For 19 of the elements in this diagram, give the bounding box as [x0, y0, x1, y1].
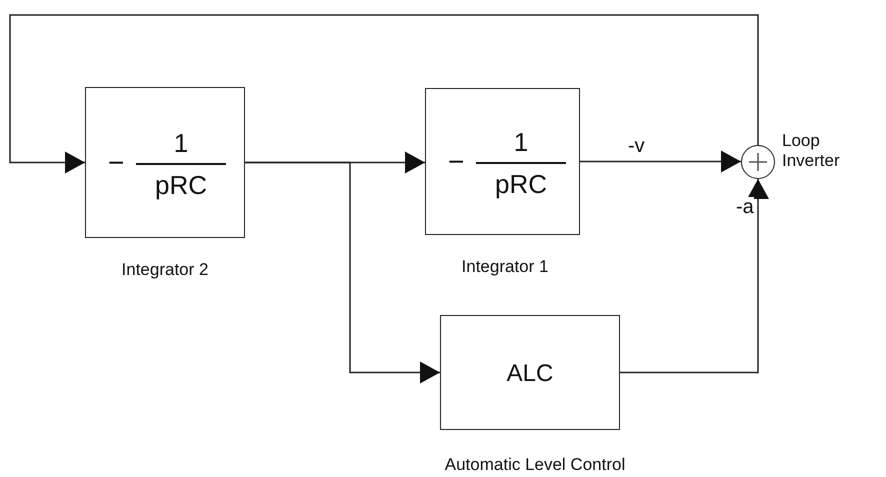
arrow [245, 162, 440, 384]
arrow [9, 14, 759, 174]
numerator: 1 [174, 130, 188, 156]
minus-sign: − [108, 148, 124, 176]
control-box [440, 315, 620, 430]
integrator-box [425, 88, 580, 235]
block-label: ALC [506, 362, 554, 386]
block-caption: Loop Inverter [782, 131, 841, 172]
denominator: pRC [155, 172, 207, 198]
denominator: pRC [495, 170, 547, 196]
block-caption: Automatic Level Control [444, 455, 626, 476]
block-caption: Integrator 2 [122, 260, 208, 280]
block-caption: Integrator 1 [462, 257, 548, 278]
arrow [620, 179, 769, 374]
minus-sign: − [448, 148, 464, 176]
numerator: 1 [514, 128, 528, 154]
integrator-box [85, 87, 245, 238]
summing-junction [741, 145, 775, 179]
arrow [580, 150, 741, 172]
